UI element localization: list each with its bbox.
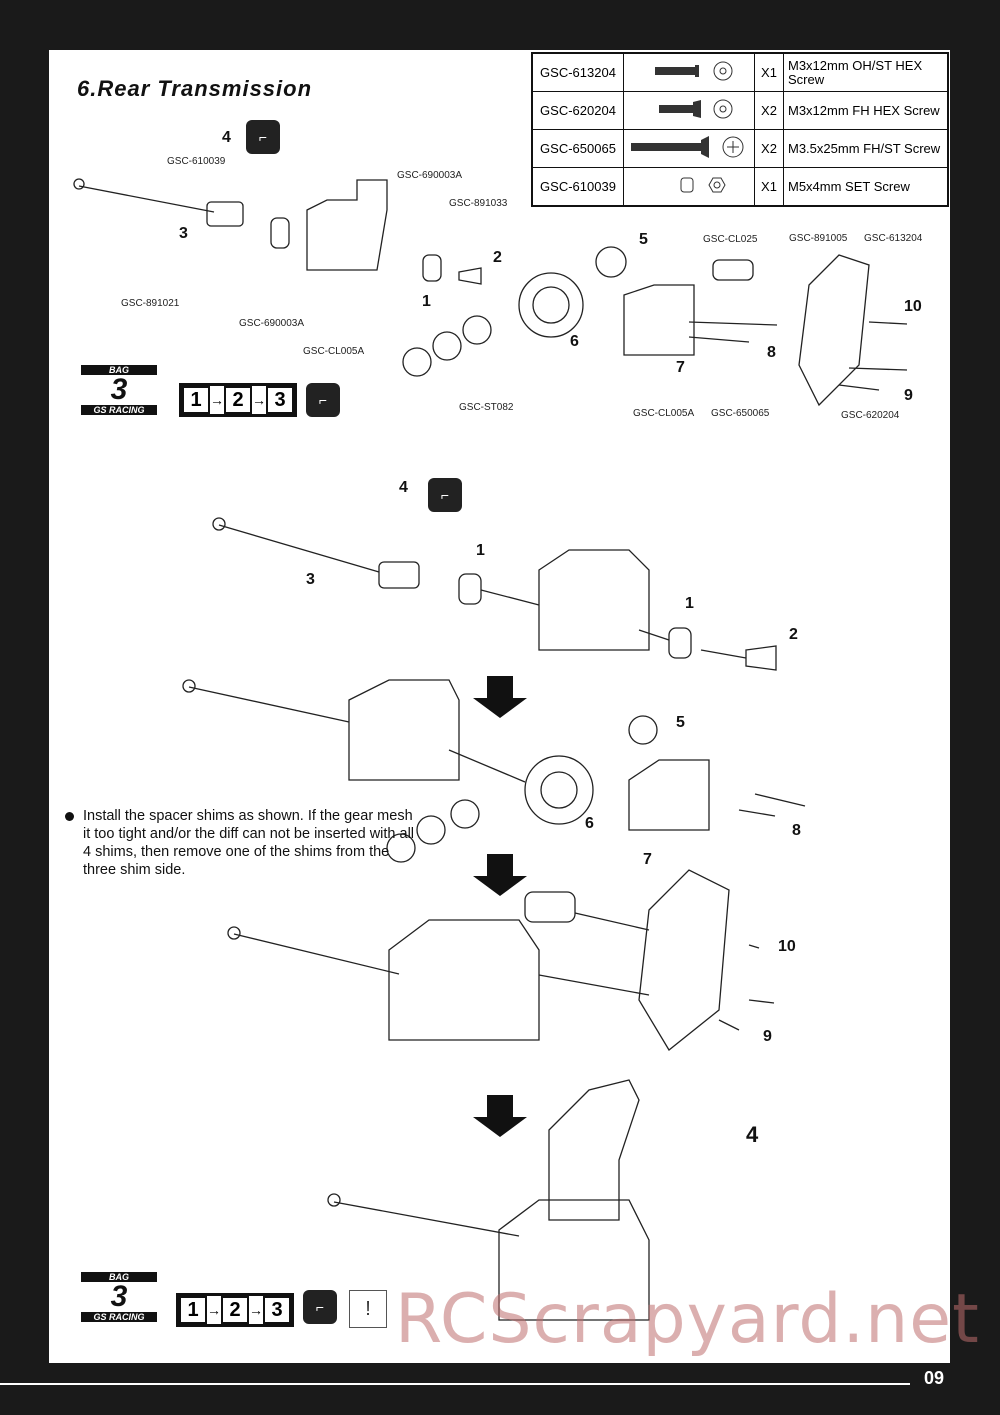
label-part-code: GSC-891005: [789, 233, 848, 244]
callout-number: 1: [685, 595, 694, 612]
arrow-icon: →: [210, 392, 224, 408]
label-part-code: GSC-CL005A: [303, 346, 365, 357]
page-number: 09: [924, 1368, 945, 1388]
callout-number: 3: [179, 225, 188, 242]
hex-wrench-icon: ⌐: [246, 120, 280, 154]
part-desc: M3x12mm FH HEX Screw: [783, 91, 949, 130]
bag-brand: GS RACING: [81, 405, 157, 415]
part-code: GSC-610039: [531, 167, 624, 207]
label-part-code: GSC-CL025: [703, 234, 758, 245]
bag-label: BAG: [81, 1272, 157, 1282]
label-part-code: GSC-690003A: [239, 318, 305, 329]
label-part-code: GSC-690003A: [397, 170, 463, 181]
arrow-icon: →: [252, 392, 266, 408]
bag-label: BAG: [81, 365, 157, 375]
arrow-icon: →: [249, 1302, 263, 1318]
parts-row: GSC-610039 X1 M5x4mm SET Screw: [531, 167, 949, 207]
manual-page: 6.Rear Transmission GSC-613204 X1 M3x12m…: [49, 50, 950, 1363]
callout-number: 10: [904, 298, 922, 315]
label-part-code: GSC-613204: [864, 233, 923, 244]
callout-number: 4: [222, 129, 231, 146]
part-code: GSC-650065: [531, 129, 624, 168]
set-screw-icon: [623, 167, 755, 207]
parts-table: GSC-613204 X1 M3x12mm OH/ST HEX Screw GS…: [531, 52, 949, 207]
footer-divider: [0, 1383, 910, 1385]
callout-number: 8: [792, 822, 801, 839]
arrow-icon: →: [207, 1302, 221, 1318]
callout-number: 3: [306, 571, 315, 588]
label-part-code: GSC-ST082: [459, 402, 514, 413]
hex-wrench-icon: ⌐: [306, 383, 340, 417]
label-part-code: GSC-891021: [121, 298, 180, 309]
callout-number: 10: [778, 938, 796, 955]
bag-badge: BAG 3 GS RACING: [81, 1272, 157, 1322]
callout-number: 2: [789, 626, 798, 643]
screw-long-icon: [623, 129, 755, 168]
parts-row: GSC-650065 X2 M3.5x25mm FH/ST Screw: [531, 129, 949, 168]
screw-fh-icon: [623, 91, 755, 130]
label-part-code: GSC-650065: [711, 408, 770, 419]
bag-number: 3: [110, 1280, 128, 1313]
part-code: GSC-613204: [531, 52, 624, 92]
callout-number: 8: [767, 344, 776, 361]
step-sequence: 1→ 2→ 3: [176, 1293, 294, 1327]
callout-number: 4: [746, 1122, 759, 1147]
callout-number: 2: [493, 249, 502, 266]
step-box: 1: [179, 1296, 207, 1324]
step-box: 3: [263, 1296, 291, 1324]
hex-wrench-icon: ⌐: [428, 478, 462, 512]
part-qty: X2: [754, 129, 784, 168]
bag-badge: BAG 3 GS RACING: [81, 365, 157, 415]
callout-number: 5: [639, 231, 648, 248]
parts-row: GSC-620204 X2 M3x12mm FH HEX Screw: [531, 91, 949, 130]
bag-brand: GS RACING: [81, 1312, 157, 1322]
callout-number: 5: [676, 714, 685, 731]
step-sequence: 1→ 2→ 3: [179, 383, 297, 417]
callout-number: 7: [676, 359, 685, 376]
label-part-code: GSC-891033: [449, 198, 508, 209]
warning-icon: !: [349, 1290, 387, 1328]
assembly-diagram: [73, 178, 908, 1321]
part-code: GSC-620204: [531, 91, 624, 130]
label-part-code: GSC-620204: [841, 410, 900, 421]
section-title: 6.Rear Transmission: [77, 76, 313, 101]
step-box: 2: [221, 1296, 249, 1324]
part-desc: M3.5x25mm FH/ST Screw: [783, 129, 949, 168]
callout-number: 6: [570, 333, 579, 350]
part-desc: M5x4mm SET Screw: [783, 167, 949, 207]
bag-number: 3: [110, 373, 128, 406]
parts-row: GSC-613204 X1 M3x12mm OH/ST HEX Screw: [531, 52, 949, 92]
callout-number: 4: [399, 479, 408, 496]
hex-wrench-icon: ⌐: [303, 1290, 337, 1324]
callout-number: 1: [476, 542, 485, 559]
callout-number: 6: [585, 815, 594, 832]
callout-number: 7: [643, 851, 652, 868]
callout-number: 1: [422, 293, 431, 310]
callout-number: 9: [904, 387, 913, 404]
part-qty: X1: [754, 167, 784, 207]
callout-number: 9: [763, 1028, 772, 1045]
bullet-icon: [65, 812, 74, 821]
instruction-note: Install the spacer shims as shown. If th…: [65, 807, 423, 879]
watermark: RCScrapyard.net: [395, 1280, 980, 1359]
part-desc: M3x12mm OH/ST HEX Screw: [783, 52, 949, 92]
step-box: 1: [182, 386, 210, 414]
label-part-code: GSC-CL005A: [633, 408, 695, 419]
step-box: 2: [224, 386, 252, 414]
step-box: 3: [266, 386, 294, 414]
note-text: Install the spacer shims as shown. If th…: [83, 808, 415, 878]
label-part-code: GSC-610039: [167, 156, 226, 167]
